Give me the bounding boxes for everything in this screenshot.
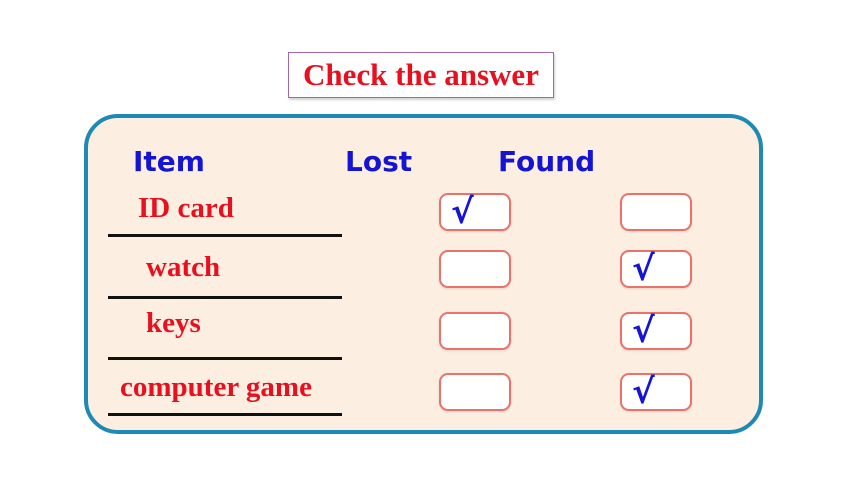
- found-checkbox-keys[interactable]: √: [620, 311, 692, 351]
- check-mark-icon: √: [632, 311, 655, 351]
- answer-line: [108, 296, 342, 299]
- found-checkbox-computer-game[interactable]: √: [620, 372, 692, 412]
- header-item: Item: [133, 145, 205, 178]
- item-label-keys: keys: [146, 307, 201, 339]
- check-mark-icon: √: [632, 249, 655, 289]
- item-label-watch: watch: [146, 251, 221, 283]
- found-checkbox-id-card[interactable]: [620, 193, 692, 231]
- check-mark-icon: √: [451, 192, 474, 232]
- page-title: Check the answer: [303, 57, 539, 92]
- title-box: Check the answer: [288, 52, 554, 98]
- lost-checkbox-watch[interactable]: [439, 250, 511, 288]
- lost-checkbox-id-card[interactable]: √: [439, 192, 511, 232]
- lost-checkbox-keys[interactable]: [439, 312, 511, 350]
- header-found: Found: [498, 145, 596, 178]
- answer-line: [108, 234, 342, 237]
- answer-line: [108, 413, 342, 416]
- check-mark-icon: √: [632, 372, 655, 412]
- item-label-computer-game: computer game: [120, 371, 312, 403]
- lost-checkbox-computer-game[interactable]: [439, 373, 511, 411]
- answer-line: [108, 357, 342, 360]
- item-label-id-card: ID card: [138, 192, 234, 224]
- found-checkbox-watch[interactable]: √: [620, 249, 692, 289]
- header-lost: Lost: [345, 145, 413, 178]
